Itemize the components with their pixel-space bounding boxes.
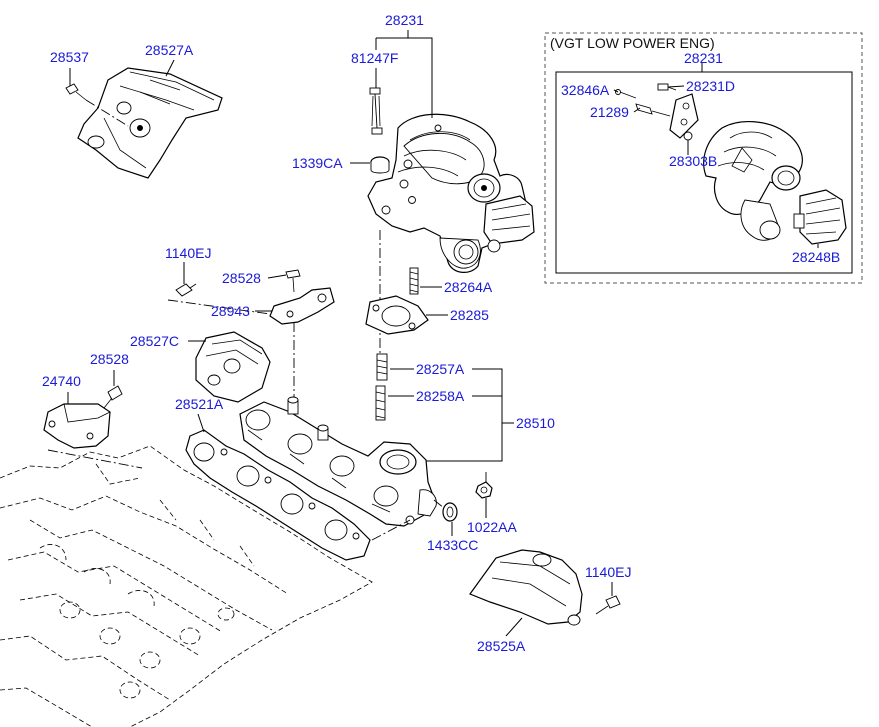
label-inset-28231: 28231 — [684, 50, 723, 66]
inset-bracket — [615, 83, 699, 141]
label-1140EJ-top: 1140EJ — [165, 245, 211, 261]
turbocharger-28231 — [367, 87, 535, 356]
label-28528-top: 28528 — [222, 270, 261, 286]
label-24740: 24740 — [42, 373, 81, 389]
label-28303B: 28303B — [669, 153, 717, 169]
stud-28257A — [376, 353, 388, 381]
label-28527A: 28527A — [145, 42, 194, 58]
label-28258A: 28258A — [416, 388, 465, 404]
label-28264A: 28264A — [444, 279, 493, 295]
label-28231: 28231 — [385, 12, 424, 28]
label-1140EJ-bottom: 1140EJ — [585, 564, 631, 580]
heat-shield-28527A — [65, 67, 223, 179]
nut-1022AA — [475, 481, 493, 499]
label-81247F: 81247F — [351, 50, 398, 66]
label-1339CA: 1339CA — [292, 155, 343, 171]
label-28521A: 28521A — [175, 396, 224, 412]
label-28943: 28943 — [211, 303, 250, 319]
washer-1433CC — [442, 502, 458, 522]
label-28285: 28285 — [450, 307, 489, 323]
heat-shield-28525A — [469, 549, 621, 626]
manifold-gasket-28521A — [185, 429, 371, 561]
label-28248B: 28248B — [792, 249, 840, 265]
gasket-28285 — [365, 295, 429, 335]
label-28231D: 28231D — [686, 78, 735, 94]
engine-cylinder-head — [0, 445, 373, 727]
heat-shield-28527C — [195, 331, 271, 403]
label-28257A: 28257A — [416, 361, 465, 377]
label-21289: 21289 — [590, 104, 629, 120]
label-28537: 28537 — [50, 49, 89, 65]
bracket-28943 — [167, 269, 335, 400]
stud-28264A — [409, 267, 419, 295]
label-28525A: 28525A — [477, 638, 526, 654]
label-28510: 28510 — [516, 415, 555, 431]
exhaust-manifold-28510 — [239, 396, 437, 527]
inset-turbocharger — [703, 121, 847, 245]
label-28528-left: 28528 — [90, 351, 129, 367]
label-1433CC: 1433CC — [427, 537, 478, 553]
vgt-inset: (VGT LOW POWER ENG) — [544, 32, 863, 284]
label-32846A: 32846A — [561, 82, 610, 98]
inset-inner-frame — [555, 71, 853, 274]
stud-28258A — [375, 385, 386, 421]
bracket-24740 — [43, 385, 143, 469]
label-1022AA: 1022AA — [467, 519, 517, 535]
label-28527C: 28527C — [130, 333, 179, 349]
inset-outer-frame — [544, 32, 863, 284]
inset-title: (VGT LOW POWER ENG) — [550, 35, 715, 51]
